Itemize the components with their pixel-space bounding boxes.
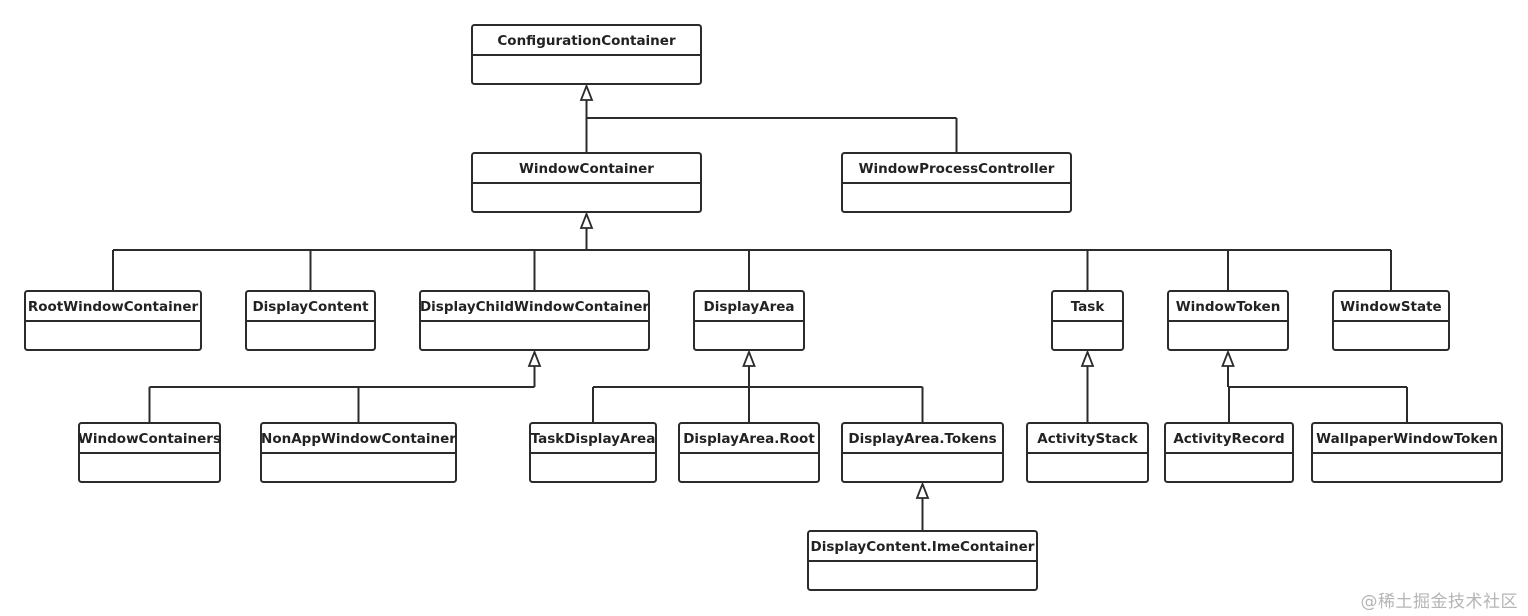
- inheritance-task: [1080, 349, 1095, 423]
- class-name: ActivityRecord: [1173, 431, 1284, 447]
- class-name: TaskDisplayArea: [531, 431, 656, 447]
- inheritance-arrow: [1080, 349, 1095, 367]
- class-name: RootWindowContainer: [28, 299, 199, 315]
- class-name: DisplayContent: [252, 299, 369, 315]
- class-name: DisplayChildWindowContainer: [420, 299, 649, 315]
- class-box-display-content-ime-container: DisplayContent.ImeContainer: [807, 530, 1038, 591]
- class-box-window-containers: WindowContainers: [78, 422, 221, 483]
- class-box-configuration-container: ConfigurationContainer: [471, 24, 702, 85]
- class-name: DisplayArea.Tokens: [848, 431, 996, 447]
- class-box-window-state: WindowState: [1332, 290, 1450, 351]
- class-box-display-content: DisplayContent: [245, 290, 376, 351]
- inheritance-arrow: [1221, 349, 1235, 367]
- inheritance-window-container: [112, 211, 1392, 291]
- inheritance-arrow: [915, 481, 930, 499]
- class-box-wallpaper-window-token: WallpaperWindowToken: [1311, 422, 1503, 483]
- inheritance-arrow: [742, 349, 756, 367]
- class-name: Task: [1071, 299, 1106, 315]
- inheritance-window-token: [1221, 349, 1408, 423]
- class-name: WindowToken: [1176, 299, 1281, 315]
- class-name: WindowContainer: [519, 161, 654, 177]
- class-box-display-area: DisplayArea: [693, 290, 805, 351]
- class-box-display-area-root: DisplayArea.Root: [678, 422, 820, 483]
- inheritance-arrow: [579, 83, 594, 101]
- class-name: WindowContainers: [78, 431, 221, 447]
- inheritance-display-child-window-container: [148, 349, 542, 423]
- class-box-task: Task: [1051, 290, 1124, 351]
- inheritance-arrow: [579, 211, 594, 229]
- class-box-window-container: WindowContainer: [471, 152, 702, 213]
- class-box-non-app-window-container: NonAppWindowContainer: [260, 422, 457, 483]
- class-name: WindowState: [1340, 299, 1441, 315]
- class-box-window-token: WindowToken: [1167, 290, 1289, 351]
- class-box-display-area-tokens: DisplayArea.Tokens: [841, 422, 1004, 483]
- class-box-display-child-window-container: DisplayChildWindowContainer: [419, 290, 650, 351]
- inheritance-arrow: [527, 349, 542, 367]
- class-name: DisplayContent.ImeContainer: [811, 539, 1035, 555]
- class-name: DisplayArea.Root: [683, 431, 815, 447]
- class-box-root-window-container: RootWindowContainer: [24, 290, 202, 351]
- class-box-window-process-controller: WindowProcessController: [841, 152, 1072, 213]
- inheritance-edges: [112, 83, 1408, 531]
- class-name: WallpaperWindowToken: [1316, 431, 1498, 447]
- inheritance-display-area-tokens: [915, 481, 930, 531]
- class-name: ConfigurationContainer: [497, 33, 676, 49]
- class-box-task-display-area: TaskDisplayArea: [529, 422, 657, 483]
- inheritance-configuration-container: [579, 83, 958, 153]
- class-name: WindowProcessController: [859, 161, 1055, 177]
- class-name: ActivityStack: [1037, 431, 1139, 447]
- class-box-activity-stack: ActivityStack: [1026, 422, 1149, 483]
- inheritance-display-area: [592, 349, 924, 423]
- class-name: NonAppWindowContainer: [261, 431, 456, 447]
- watermark: @稀土掘金技术社区: [1360, 592, 1518, 612]
- class-box-activity-record: ActivityRecord: [1164, 422, 1294, 483]
- class-name: DisplayArea: [703, 299, 794, 315]
